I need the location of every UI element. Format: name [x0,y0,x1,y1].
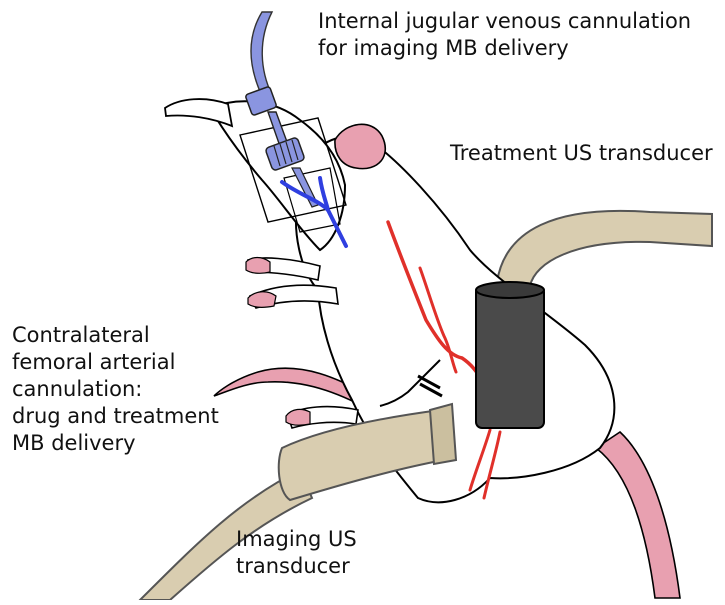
label-treatment-transducer: Treatment US transducer [450,140,713,167]
label-line: MB delivery [12,430,219,457]
treatment-transducer-body [476,286,544,428]
label-line: for imaging MB delivery [318,35,691,62]
imaging-transducer-face [430,404,456,464]
label-line: femoral arterial [12,349,219,376]
label-line: Internal jugular venous cannulation [318,8,691,35]
label-line: Treatment US transducer [450,140,713,167]
label-line: cannulation: [12,376,219,403]
label-femoral-cannulation: Contralateral femoral arterial cannulati… [12,322,219,457]
rat-ear [335,124,385,168]
label-line: transducer [236,553,357,580]
treatment-transducer-cable [497,211,712,286]
label-line: Imaging US [236,526,357,553]
hind-foot-left-pink [286,409,310,425]
jugular-catheter-tube [251,12,272,96]
label-jugular-cannulation: Internal jugular venous cannulation for … [318,8,691,62]
front-paw-upper-pink [246,258,270,274]
front-paw-lower-pink [248,292,276,308]
label-imaging-transducer: Imaging US transducer [236,526,357,580]
rat-tail-right [596,432,680,598]
rat-snout [165,99,232,126]
label-line: Contralateral [12,322,219,349]
label-line: drug and treatment [12,403,219,430]
treatment-transducer-top [476,282,544,298]
